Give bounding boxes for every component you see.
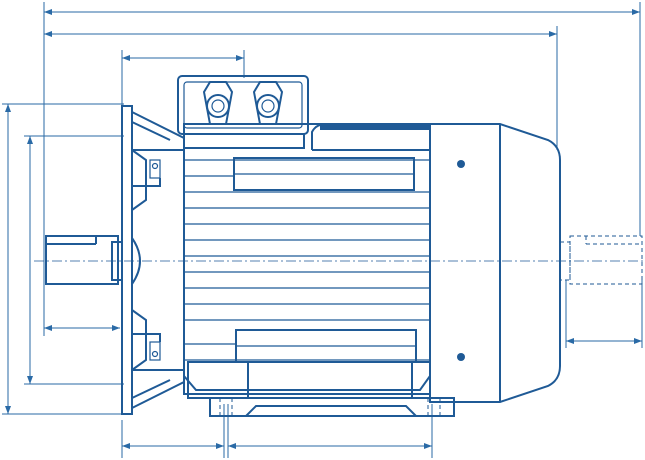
dimension-arrow-icon xyxy=(632,9,640,15)
rear-shaft-icon xyxy=(559,235,643,285)
fan-cover-icon xyxy=(429,123,561,403)
mounting-foot-icon xyxy=(187,361,455,417)
cable-gland-icon xyxy=(202,81,234,125)
flange-icon xyxy=(121,105,185,415)
cable-gland-icon xyxy=(252,81,284,125)
terminal-box-icon xyxy=(177,75,309,149)
shaft-icon xyxy=(45,235,123,285)
dimension-arrow-icon xyxy=(44,9,52,15)
motor-body-icon xyxy=(183,123,431,395)
